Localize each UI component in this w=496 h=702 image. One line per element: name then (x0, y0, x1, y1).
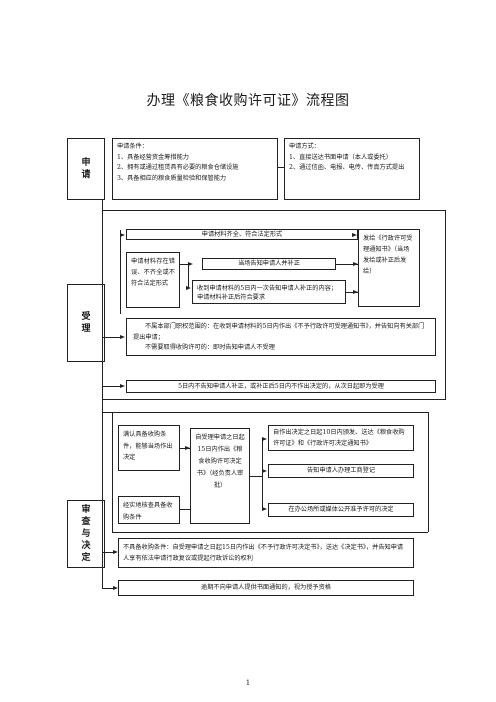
connector-line (120, 230, 121, 314)
review-issue-text: 自作出决定之日起10日内颁发、送达《粮食收购许可证》和《行政许可决定通知书》 (273, 429, 405, 447)
arrow (113, 586, 118, 590)
review-meets-text: 满认具备收购条件，能够当场作出决定 (123, 431, 173, 461)
review-publish-box: 在办公场所或媒体公开准予许可的决定 (268, 503, 414, 517)
connector-line (278, 167, 284, 168)
review-publish-text: 在办公场所或媒体公开准予许可的决定 (288, 506, 394, 513)
review-register-text: 告知申请人办理工商登记 (306, 467, 376, 474)
connector-line (428, 412, 429, 532)
connector-line (180, 509, 190, 510)
arrow (262, 469, 267, 473)
review-overdue-box: 逾期不向申请人提供书面通知的，视为授予资格 (118, 580, 414, 596)
review-issue-box: 自作出决定之日起10日内颁发、送达《粮食收购许可证》和《行政许可决定通知书》 (268, 425, 414, 451)
connector-line (336, 264, 358, 265)
connector-line (102, 386, 120, 387)
accept-incomplete-box: 申请材料存在错误、不齐全或不符合法定形式 (126, 252, 180, 308)
connector-line (346, 292, 358, 293)
apply-method-item: 1、直接送达书面申请（本人或委托） (289, 153, 392, 161)
apply-conditions-heading: 申请条件： (117, 143, 148, 150)
accept-out-of-scope-box: 不属本部门职权范围的：在收到申请材料的5日内作出《不予行政许可受理通知书》，并告… (126, 318, 436, 356)
arrow (262, 507, 267, 511)
accept-notify-5days-text: 收到申请材料的5日内一次告知申请人补正的内容；申请材料补正后符合要求 (197, 285, 338, 301)
connector-line (102, 588, 116, 589)
connector-line (102, 412, 428, 413)
apply-condition-item: 1、具备经营资金筹措能力 (117, 153, 189, 161)
stage-accept-label: 受理 (81, 312, 91, 334)
accept-incomplete-text: 申请材料存在错误、不齐全或不符合法定形式 (131, 258, 175, 287)
review-decision-box: 自受理申请之日起15日内作出《粮食收购许可决定书》（经负责人审批） (190, 428, 250, 524)
review-verify-box: 经实地核查具备收购条件 (118, 496, 180, 524)
connector-line (112, 412, 113, 532)
arrow (352, 233, 357, 237)
review-verify-text: 经实地核查具备收购条件 (123, 502, 173, 521)
review-reject-box: 不具备收购条件：自受理申请之日起15日内作出《不予行政许可决定书》，送达《决定书… (118, 538, 414, 568)
arrow (262, 437, 267, 441)
stage-review: 审查与决定 (67, 500, 105, 568)
review-reject-text: 不具备收购条件：自受理申请之日起15日内作出《不予行政许可决定书》，送达《决定书… (123, 544, 404, 562)
accept-notify-spot-text: 当场告知申请人并补正 (238, 260, 300, 267)
page-number: 1 (245, 679, 251, 687)
arrow (113, 550, 118, 554)
page-title: 办理《粮食收购许可证》流程图 (146, 93, 350, 109)
accept-notify-spot-box: 当场告知申请人并补正 (202, 258, 336, 270)
connector-line (262, 440, 263, 510)
connector-line (102, 337, 120, 338)
arrow (188, 262, 193, 266)
arrow (120, 384, 125, 388)
connector-line (250, 476, 262, 477)
arrow (120, 335, 125, 339)
accept-deadline-box: 5日内不告知申请人补正，或补正后5日内不作出决定的，从次日起即为受理 (126, 380, 436, 393)
accept-out-of-scope-text-1: 不属本部门职权范围的：在收到申请材料的5日内作出《不予行政许可受理通知书》，并告… (133, 323, 425, 341)
connector-line (102, 210, 445, 211)
arrow (186, 286, 191, 290)
review-register-box: 告知申请人办理工商登记 (268, 464, 414, 478)
apply-method-item: 2、通过信函、电报、电传、传真方式提出 (289, 164, 405, 171)
accept-out-of-scope-text-2: 不需要取得收购许可的：即时告知申请人不受理 (145, 344, 275, 351)
accept-complete-text: 申请材料齐全、符合法定形式 (201, 231, 283, 238)
apply-methods-heading: 申请方式： (289, 143, 320, 150)
review-meets-box: 满认具备收购条件，能够当场作出决定 (118, 425, 180, 471)
connector-line (112, 532, 428, 533)
apply-methods-box: 申请方式： 1、直接送达书面申请（本人或委托） 2、通过信函、电报、电传、传真方… (284, 138, 420, 200)
connector-line (188, 264, 189, 288)
arrow (353, 262, 358, 266)
accept-notice-text: 发给《行政许可受理通知书》（当场发给或补正后发给） (363, 235, 413, 275)
arrow (353, 290, 358, 294)
connector-line (102, 399, 445, 400)
accept-notify-5days-box: 收到申请材料的5日内一次告知申请人补正的内容；申请材料补正后符合要求 (192, 280, 346, 304)
apply-condition-item: 2、拥有或通过租赁具有必要的粮食仓储设施 (117, 164, 239, 171)
stage-apply: 申请 (67, 138, 105, 200)
stage-accept: 受理 (67, 284, 105, 362)
stage-review-label: 审查与决定 (81, 505, 91, 563)
apply-condition-item: 3、具备相应的粮食质量检验和保管能力 (117, 174, 227, 182)
spine-line (102, 200, 103, 588)
connector-line (102, 552, 116, 553)
review-overdue-text: 逾期不向申请人提供书面通知的，视为授予资格 (201, 584, 331, 591)
accept-notice-box: 发给《行政许可受理通知书》（当场发给或补正后发给） (358, 229, 420, 307)
review-decision-text: 自受理申请之日起15日内作出《粮食收购许可决定书》（经负责人审批） (195, 434, 245, 489)
accept-deadline-text: 5日内不告知申请人补正，或补正后5日内不作出决定的，从次日起即为受理 (178, 383, 384, 390)
connector-line (445, 210, 446, 400)
arrow (185, 446, 190, 450)
apply-conditions-box: 申请条件： 1、具备经营资金筹措能力 2、拥有或通过租赁具有必要的粮食仓储设施 … (112, 138, 278, 200)
arrow (120, 233, 125, 237)
stage-apply-label: 申请 (81, 158, 91, 180)
accept-complete-box: 申请材料齐全、符合法定形式 (126, 229, 358, 240)
connector-line (180, 264, 188, 265)
